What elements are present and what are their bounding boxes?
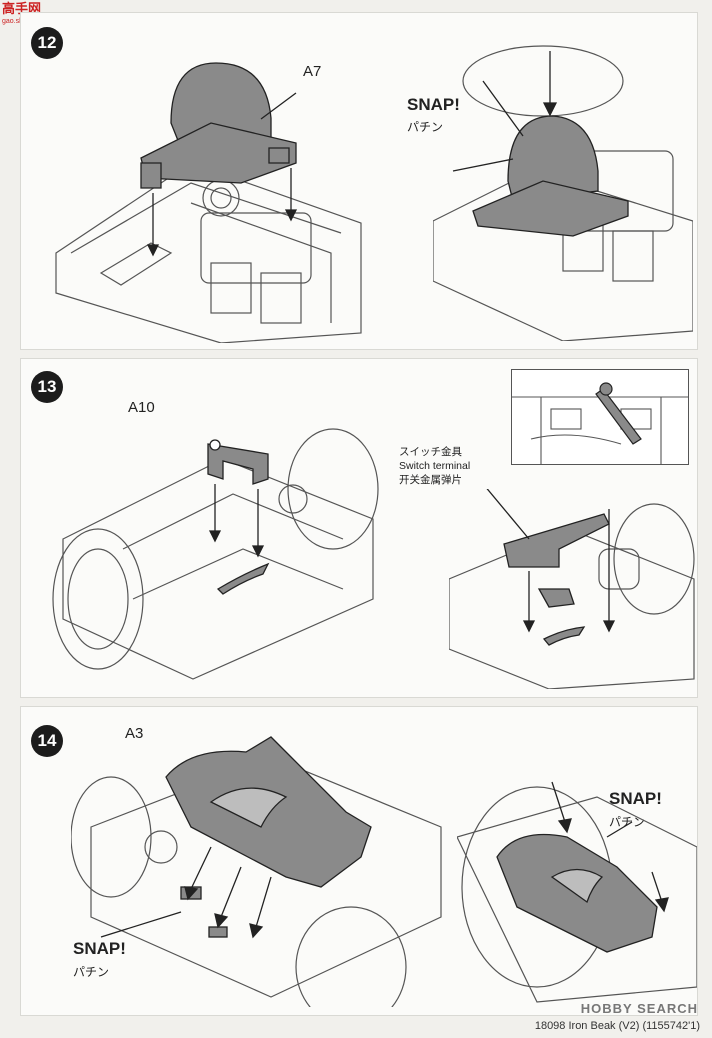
step-13-chassis-illustration [52,428,379,680]
step-14-badge: 14 [31,725,63,757]
switch-terminal-label-en: Switch terminal [399,460,471,472]
snap-label-right: SNAP! [609,789,662,808]
step-13-detail-inset [511,369,689,465]
step-13-terminal-illustration [449,489,695,689]
step-14-result-illustration [457,781,697,1003]
page-footer: 18098 Iron Beak (V2) (1155742'1) [534,1020,700,1032]
snap-label-left: SNAP! [73,939,126,958]
step-12-assembly-illustration [55,62,362,343]
step-13-panel: 13 A10 スイッチ金具 Switch terminal 开关金属弹片 [20,358,698,698]
step-12-badge: 12 [31,27,63,59]
step-12-result-illustration [433,45,693,341]
step-12-panel: 12 A7 SNAP! パチン [20,12,698,350]
part-label-a7: A7 [303,63,322,80]
snap-label-right-jp: パチン [609,815,646,829]
watermark: HOBBY SEARCH [580,1001,698,1016]
step-14-assembly-illustration [71,736,442,1007]
step-13-badge: 13 [31,371,63,403]
part-label-a10: A10 [128,399,155,416]
switch-terminal-label-cn: 开关金属弹片 [399,474,462,486]
snap-label: SNAP! [407,95,460,114]
part-label-a3: A3 [125,725,144,742]
step-14-panel: 14 A3 SNAP! パチン SNAP! パチン [20,706,698,1016]
site-logo: 高手网 [2,1,42,16]
snap-label-jp: パチン [407,120,444,134]
switch-terminal-label-jp: スイッチ金具 [399,446,462,458]
snap-label-left-jp: パチン [73,965,110,979]
